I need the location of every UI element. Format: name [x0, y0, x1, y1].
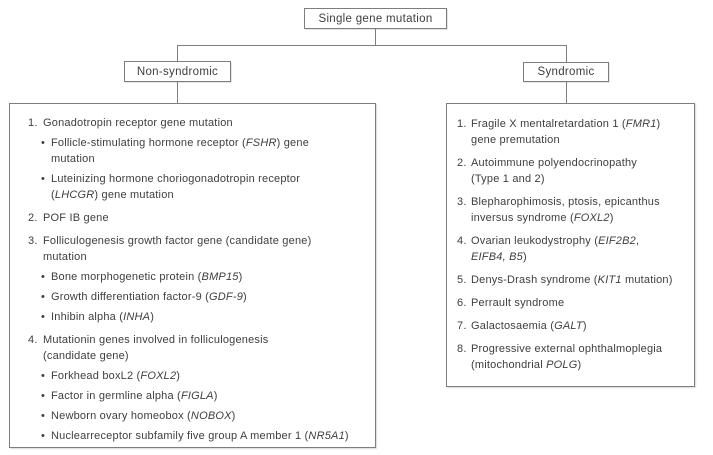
bullet-text: Inhibin alpha (INHA): [51, 311, 155, 323]
item-body: Progressive external ophthalmoplegia (mi…: [471, 341, 688, 373]
item-body: Galactosaemia (GALT): [471, 318, 688, 334]
node-label: Single gene mutation: [318, 12, 433, 25]
bullet-text: Newborn ovary homeobox (NOBOX): [51, 410, 236, 422]
item-number: 4.: [457, 235, 467, 247]
node-syndromic: Syndromic: [523, 62, 609, 82]
item-number: 6.: [457, 297, 467, 309]
item-body: Folliculogenesis growth factor gene (can…: [41, 233, 367, 325]
item-number: 4.: [28, 334, 38, 346]
list-item: 1. Fragile X mentalretardation 1 (FMR1) g…: [457, 116, 688, 148]
bullet-dot-icon: •: [41, 173, 46, 185]
item-text: Galactosaemia (GALT): [471, 320, 587, 332]
list-item: 6. Perrault syndrome: [457, 295, 688, 311]
item-body: Fragile X mentalretardation 1 (FMR1) gen…: [471, 116, 688, 148]
item-number: 3.: [457, 196, 467, 208]
bullet-dot-icon: •: [41, 410, 46, 422]
item-body: Denys-Drash syndrome (KIT1 mutation): [471, 272, 688, 288]
bullet-item: • Factor in germline alpha (FIGLA): [41, 388, 367, 404]
item-body: Blepharophimosis, ptosis, epicanthus inv…: [471, 194, 688, 226]
bullet-item: • Luteinizing hormone choriogonadotropin …: [41, 171, 367, 203]
list-item: 1. Gonadotropin receptor gene mutation • Fo…: [28, 115, 367, 203]
item-text: Mutationin genes involved in folliculoge…: [43, 334, 269, 362]
list-item: 4. Ovarian leukodystrophy (EIF2B2, EIFB4,…: [457, 233, 688, 265]
item-body: Autoimmune polyendocrinopathy (Type 1 an…: [471, 155, 688, 187]
node-single-gene-mutation: Single gene mutation: [304, 8, 447, 29]
connector-right-upper: [566, 45, 567, 62]
connector-left-lower: [177, 82, 178, 103]
item-text: POF IB gene: [43, 212, 109, 224]
item-text: Folliculogenesis growth factor gene (can…: [43, 235, 312, 263]
item-text: Denys-Drash syndrome (KIT1 mutation): [471, 274, 673, 286]
item-text: Autoimmune polyendocrinopathy (Type 1 an…: [471, 157, 638, 185]
bullet-dot-icon: •: [41, 370, 46, 382]
bullet-item: • Follicle-stimulating hormone receptor (…: [41, 135, 367, 167]
item-number: 3.: [28, 235, 38, 247]
item-number: 5.: [457, 274, 467, 286]
item-text: Gonadotropin receptor gene mutation: [43, 117, 233, 129]
list-item: 4. Mutationin genes involved in folliculo…: [28, 332, 367, 444]
node-non-syndromic: Non-syndromic: [124, 61, 231, 82]
bullet-dot-icon: •: [41, 430, 46, 442]
node-label: Non-syndromic: [136, 65, 219, 78]
list-item: 3. Blepharophimosis, ptosis, epicanthus i…: [457, 194, 688, 226]
bullet-dot-icon: •: [41, 311, 46, 323]
bullet-dot-icon: •: [41, 137, 46, 149]
list-item: 8. Progressive external ophthalmoplegia (…: [457, 341, 688, 373]
item-body: Gonadotropin receptor gene mutation • Foll…: [41, 115, 367, 203]
list-item: 3. Folliculogenesis growth factor gene (c…: [28, 233, 367, 325]
item-number: 7.: [457, 320, 467, 332]
list-item: 2. Autoimmune polyendocrinopathy (Type 1 …: [457, 155, 688, 187]
bullet-item: • Inhibin alpha (INHA): [41, 309, 367, 325]
bullet-text: Nuclearreceptor subfamily five group A m…: [51, 430, 349, 442]
item-body: Ovarian leukodystrophy (EIF2B2, EIFB4, B…: [471, 233, 688, 265]
item-body: Perrault syndrome: [471, 295, 688, 311]
bullet-item: • Newborn ovary homeobox (NOBOX): [41, 408, 367, 424]
connector-right-lower: [566, 82, 567, 103]
item-number: 1.: [457, 118, 467, 130]
bullet-item: • Bone morphogenetic protein (BMP15): [41, 269, 367, 285]
item-text: Progressive external ophthalmoplegia (mi…: [471, 343, 663, 371]
item-number: 8.: [457, 343, 467, 355]
item-number: 2.: [28, 212, 38, 224]
item-body: Mutationin genes involved in folliculoge…: [41, 332, 367, 444]
item-text: Ovarian leukodystrophy (EIF2B2, EIFB4, B…: [471, 235, 640, 263]
bullet-item: • Nuclearreceptor subfamily five group A …: [41, 428, 367, 444]
connector-root-stem: [375, 29, 376, 45]
bullet-text: Growth differentiation factor-9 (GDF-9): [51, 291, 247, 303]
list-item: 2. POF IB gene: [28, 210, 367, 226]
item-text: Blepharophimosis, ptosis, epicanthus inv…: [471, 196, 660, 224]
item-text: Fragile X mentalretardation 1 (FMR1) gen…: [471, 118, 661, 146]
item-text: Perrault syndrome: [471, 297, 565, 309]
list-item: 7. Galactosaemia (GALT): [457, 318, 688, 334]
bullet-text: Bone morphogenetic protein (BMP15): [51, 271, 243, 283]
connector-left-upper: [177, 45, 178, 61]
bullet-dot-icon: •: [41, 390, 46, 402]
bullet-item: • Forkhead boxL2 (FOXL2): [41, 368, 367, 384]
syndromic-panel: 1. Fragile X mentalretardation 1 (FMR1) g…: [446, 103, 695, 387]
bullet-item: • Growth differentiation factor-9 (GDF-9): [41, 289, 367, 305]
bullet-text: Follicle-stimulating hormone receptor (F…: [51, 137, 310, 165]
non-syndromic-panel: 1. Gonadotropin receptor gene mutation • Fo…: [9, 103, 376, 448]
list-item: 5. Denys-Drash syndrome (KIT1 mutation): [457, 272, 688, 288]
node-label: Syndromic: [537, 66, 595, 78]
bullet-text: Factor in germline alpha (FIGLA): [51, 390, 218, 402]
item-number: 1.: [28, 117, 38, 129]
connector-crossbar: [177, 45, 567, 46]
bullet-dot-icon: •: [41, 291, 46, 303]
bullet-text: Forkhead boxL2 (FOXL2): [51, 370, 181, 382]
bullet-dot-icon: •: [41, 271, 46, 283]
bullet-text: Luteinizing hormone choriogonadotropin r…: [51, 173, 301, 201]
item-number: 2.: [457, 157, 467, 169]
item-body: POF IB gene: [43, 210, 367, 226]
